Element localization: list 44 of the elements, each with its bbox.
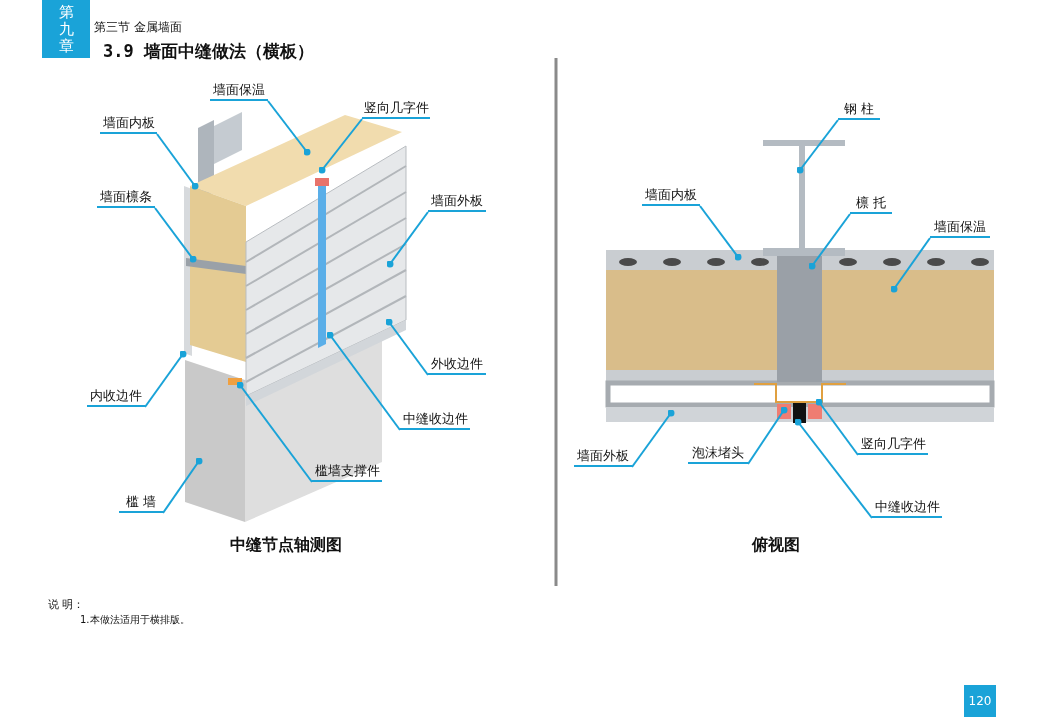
callout-label: 中缝收边件 [872,499,942,518]
figure-caption: 俯视图 [752,535,800,556]
chapter-tab: 第九章 [42,0,90,58]
leader-line [794,418,873,519]
callout-label: 泡沫堵头 [688,445,748,464]
page-title: 3.9 墙面中缝做法（横板） [103,40,314,63]
callout-label: 檩 托 [850,195,892,214]
callout-label: 墙面保温 [210,82,268,101]
note-heading: 说 明： [48,597,85,612]
callout-label: 外收边件 [428,356,486,375]
figure-caption: 中缝节点轴测图 [230,535,342,556]
callout-label: 中缝收边件 [400,411,470,430]
callout-label: 墙面内板 [642,187,700,206]
leader-line [815,398,859,456]
section-heading: 第三节 金属墙面 [94,19,182,36]
page-number: 120 [964,685,996,717]
leader-line [162,457,203,514]
callout-label: 墙面外板 [574,448,632,467]
callout-label: 墙面外板 [428,193,486,212]
callout-label: 钢 柱 [838,101,880,120]
leader-line [156,133,199,190]
leader-line [326,331,401,431]
note-text: 1.本做法适用于横排版。 [80,613,190,627]
leader-line [385,318,429,376]
leader-line [144,350,187,408]
leader-line [267,100,311,156]
callout-label: 内收边件 [87,388,145,407]
leader-line [386,211,429,268]
leader-line [747,406,788,465]
leader-line [699,205,742,261]
leader-line [318,118,363,174]
callout-label: 墙面保温 [930,219,990,238]
leader-line [808,213,851,270]
leader-line [236,381,313,483]
leader-line [154,207,197,263]
callout-label: 竖向几字件 [362,100,430,119]
leader-line [890,237,931,293]
callout-label: 墙面檩条 [97,189,155,208]
callout-label: 槛墙支撑件 [312,463,382,482]
callout-label: 槛 墙 [119,494,163,513]
leader-line [796,119,839,174]
callout-label: 墙面内板 [100,115,157,134]
callout-label: 竖向几字件 [858,436,928,455]
leader-line [631,409,675,468]
